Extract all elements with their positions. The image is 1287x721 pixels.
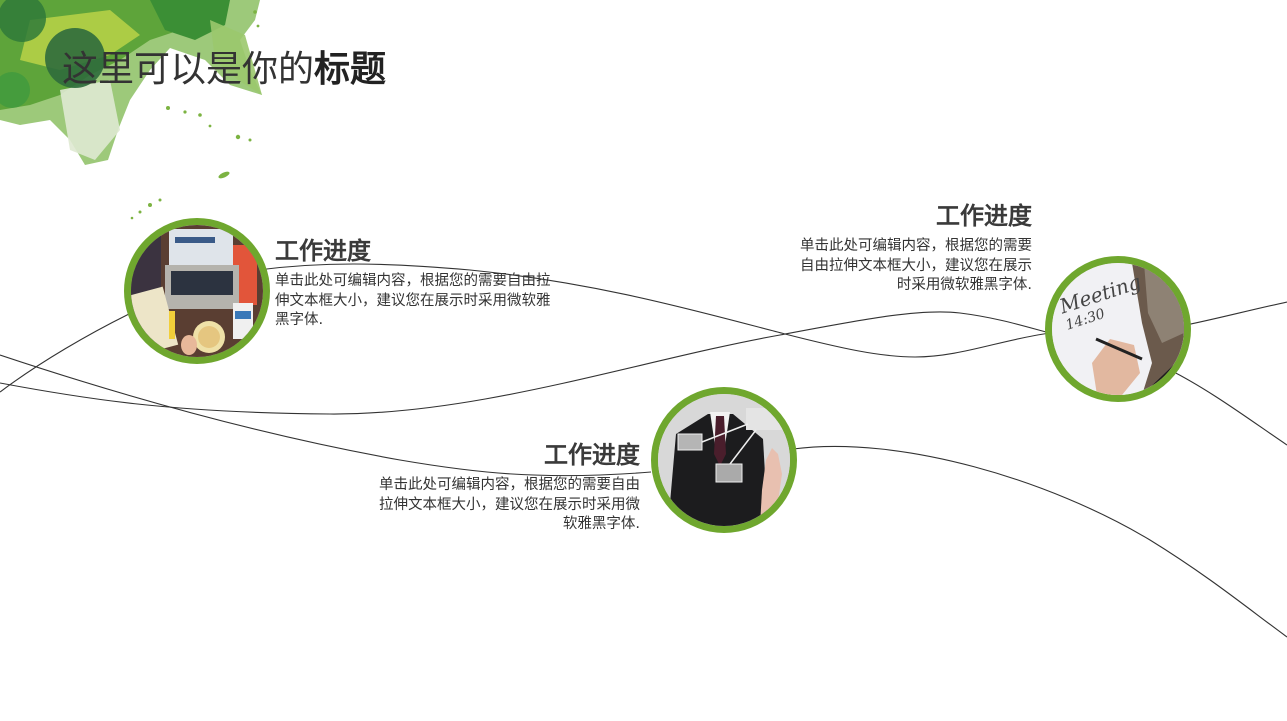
green-watercolor-splash [0, 0, 262, 220]
progress-body-1: 单击此处可编辑内容，根据您的需要自由拉伸文本框大小，建议您在展示时采用微软雅黑字… [275, 273, 551, 328]
photo-laptop-desk [124, 218, 270, 364]
progress-body-3: 单击此处可编辑内容，根据您的需要自由拉伸文本框大小，建议您在展示时采用微软雅黑字… [800, 238, 1032, 293]
progress-body-2: 单击此处可编辑内容，根据您的需要自由拉伸文本框大小，建议您在展示时采用微软雅黑字… [379, 477, 640, 532]
photo-meeting-whiteboard: Meeting 14:30 [1045, 256, 1191, 402]
businessman-diagram-image [658, 394, 790, 526]
title-bold: 标题 [314, 49, 387, 90]
progress-heading-3: 工作进度 [936, 202, 1032, 230]
laptop-desk-image [131, 225, 263, 357]
curve-upper-to-photo-3 [257, 263, 1051, 358]
photo-businessman [651, 387, 797, 533]
curve-right-2 [1167, 368, 1287, 446]
title-light: 这里可以是你的 [62, 49, 315, 90]
progress-heading-1: 工作进度 [275, 237, 371, 265]
progress-heading-2: 工作进度 [544, 441, 640, 469]
page-title: 这里可以是你的标题 [62, 48, 386, 92]
curve-bottom [792, 445, 1287, 638]
curve-right-1 [1185, 301, 1287, 326]
curve-lower-to-photo-3 [0, 311, 1051, 415]
progress-block-3: 工作进度 单击此处可编辑内容，根据您的需要自由拉伸文本框大小，建议您在展示时采用… [795, 201, 1032, 296]
progress-block-2: 工作进度 单击此处可编辑内容，根据您的需要自由拉伸文本框大小，建议您在展示时采用… [375, 440, 640, 535]
progress-block-1: 工作进度 单击此处可编辑内容，根据您的需要自由拉伸文本框大小，建议您在展示时采用… [275, 236, 560, 331]
curve-to-photo-1 [0, 311, 134, 393]
curve-to-photo-2 [0, 354, 652, 477]
meeting-whiteboard-image: Meeting 14:30 [1052, 263, 1184, 395]
